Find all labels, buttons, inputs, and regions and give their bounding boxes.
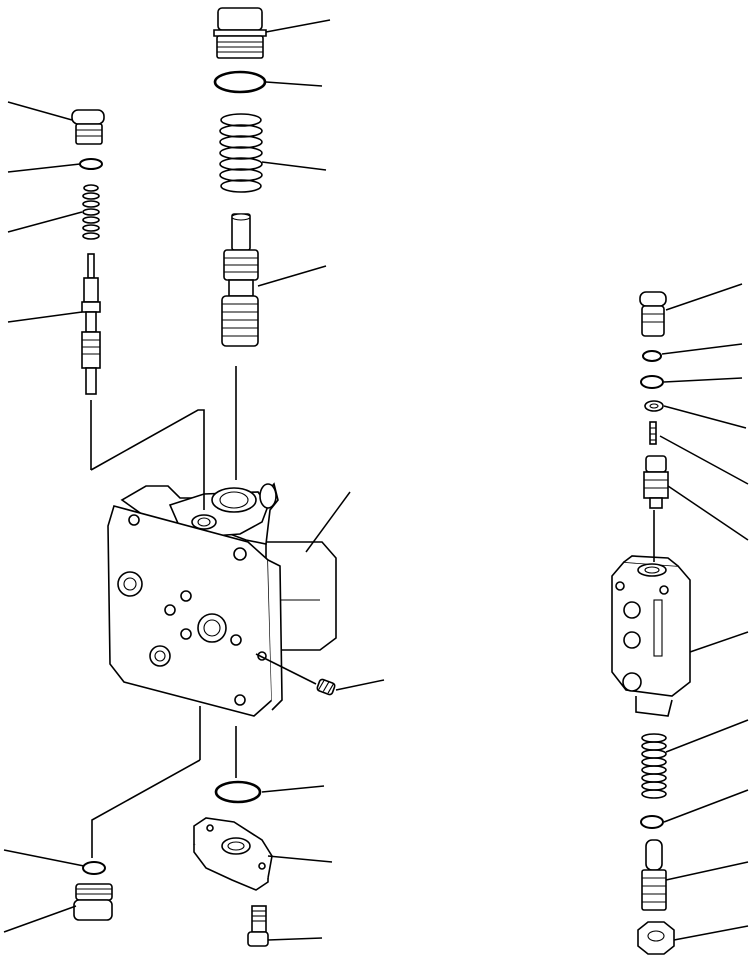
relief-pin <box>649 421 657 445</box>
relief-o-ring-3 <box>640 815 664 829</box>
relief-piston <box>641 839 667 911</box>
left-spring <box>82 184 100 240</box>
relief-poppet <box>643 455 669 509</box>
lower-o-ring <box>82 861 106 875</box>
left-o-ring <box>79 158 103 170</box>
side-set-screw <box>316 678 336 696</box>
lower-plug <box>73 883 113 921</box>
spool <box>221 213 259 347</box>
bottom-o-ring <box>214 780 262 804</box>
top-o-ring <box>213 70 267 94</box>
relief-o-ring-1 <box>642 350 662 362</box>
valve-spring <box>219 113 263 193</box>
relief-washer <box>644 400 664 412</box>
relief-plug <box>639 291 667 337</box>
top-plug <box>213 7 267 59</box>
assembly-guide-lines <box>90 366 317 858</box>
relief-nut <box>637 921 675 955</box>
leader-lines <box>3 19 749 941</box>
relief-spring <box>641 733 667 799</box>
flange-cover <box>193 817 273 891</box>
valve-body <box>107 482 337 717</box>
relief-body <box>611 555 691 717</box>
left-plug <box>71 109 105 145</box>
left-spool <box>81 253 101 395</box>
relief-o-ring-2 <box>640 375 664 389</box>
flange-bolt <box>247 905 269 947</box>
